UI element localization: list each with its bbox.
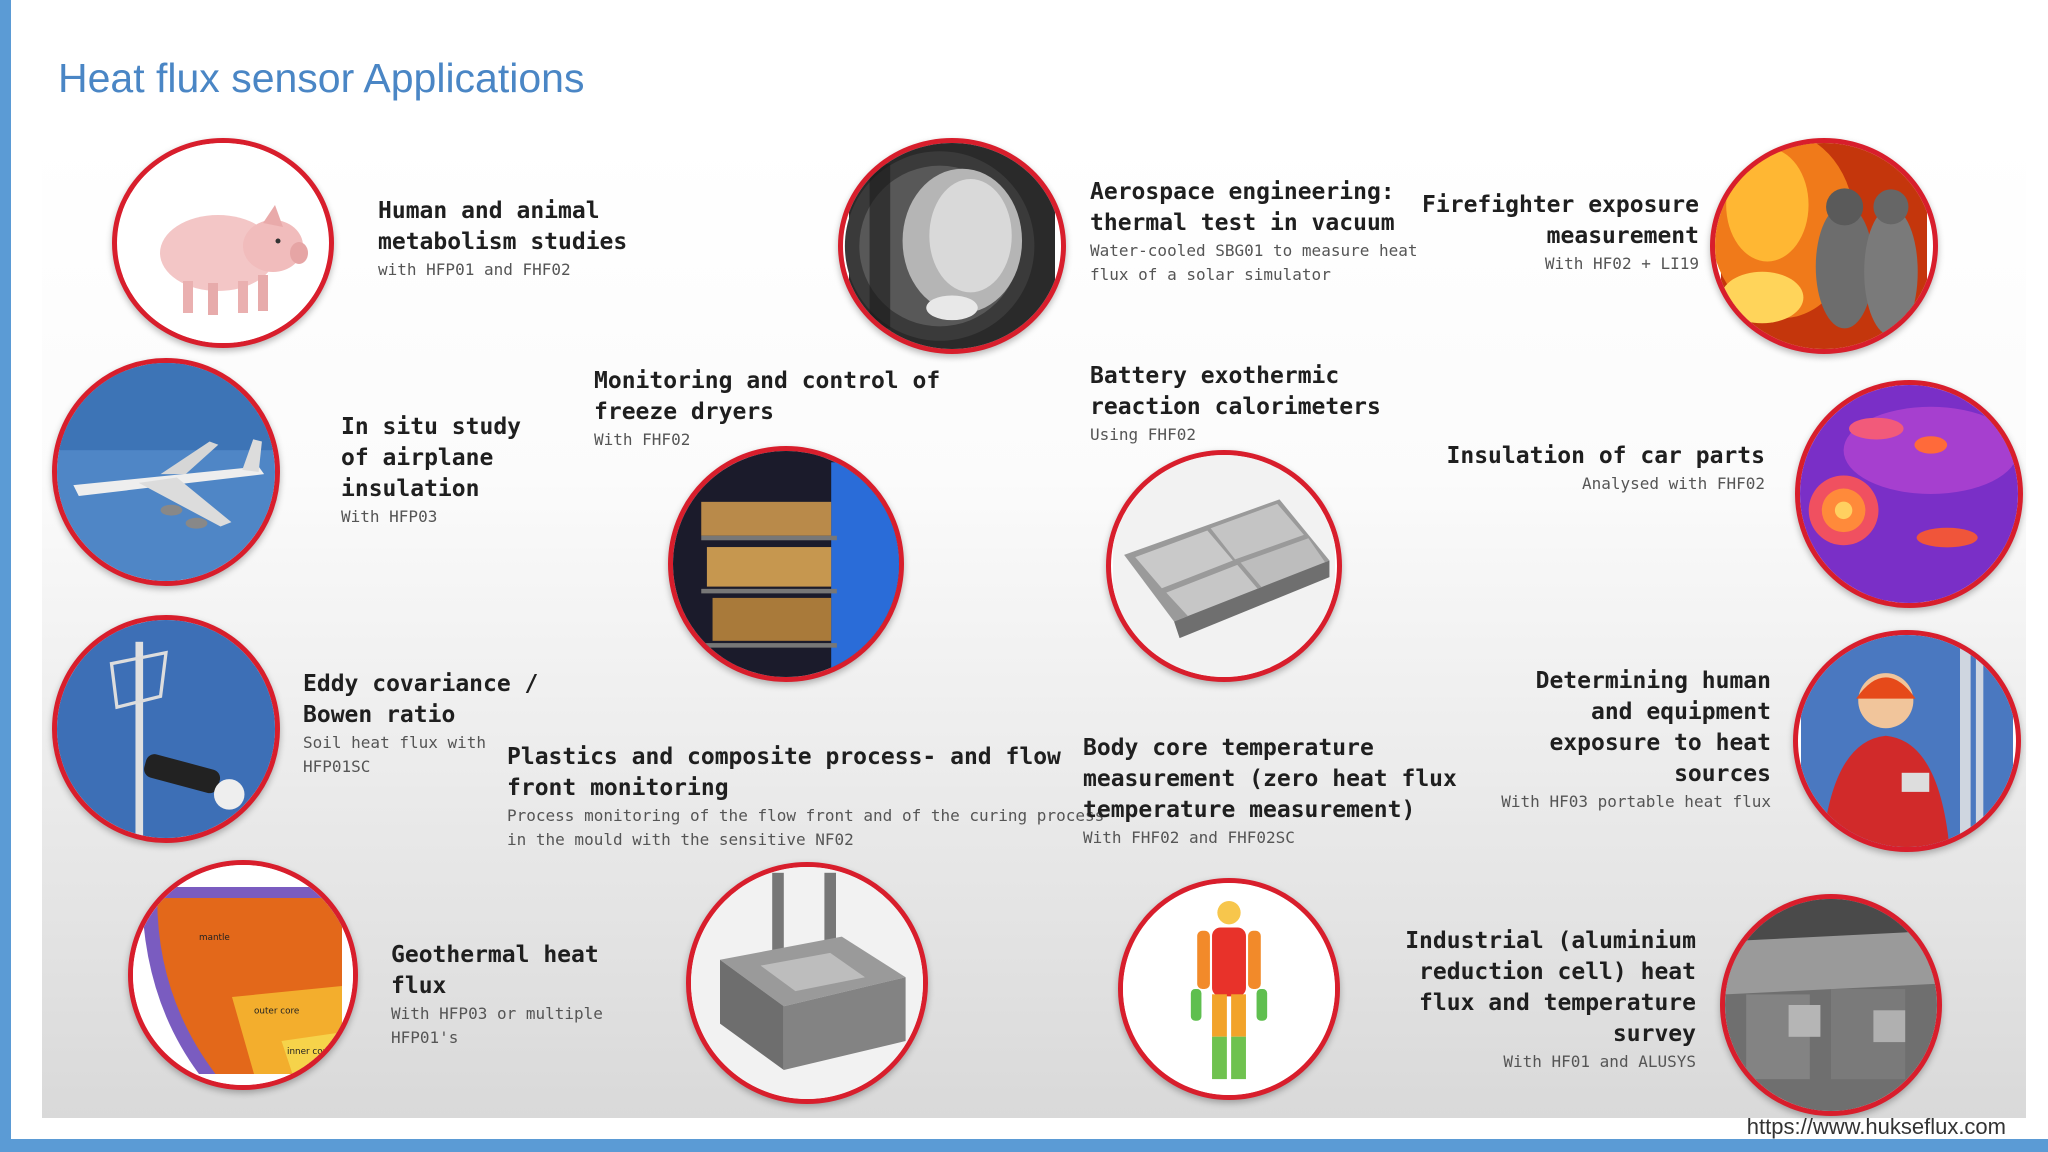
svg-text:outer core: outer core — [254, 1007, 299, 1017]
slide-title: Heat flux sensor Applications — [58, 55, 585, 101]
outer-core-label: outer core — [254, 1007, 299, 1017]
footer-url: https://www.hukseflux.com — [1746, 1114, 2006, 1139]
svg-text:mantle: mantle — [199, 933, 230, 943]
thermal-image-icon — [1795, 380, 2023, 608]
app-label-airplane: In situ study of airplane insulation Wit… — [341, 414, 522, 526]
app-label-geothermal: Geothermal heat flux With HFP03 or multi… — [391, 942, 603, 1047]
airplane-icon — [52, 358, 280, 586]
app-label-battery: Battery exothermic reaction calorimeters… — [1090, 363, 1381, 444]
firefighter-icon — [1710, 138, 1938, 354]
freeze-dryer-icon — [668, 446, 904, 682]
app-label-metabolism: Human and animal metabolism studies with… — [378, 198, 628, 279]
mantle-label: mantle — [199, 933, 230, 943]
inner-core-label: inner core — [287, 1047, 331, 1057]
battery-pack-icon — [1106, 450, 1342, 682]
svg-text:inner core: inner core — [287, 1047, 331, 1057]
app-label-firefighter: Firefighter exposure measurement With HF… — [1422, 192, 1699, 273]
app-label-aerospace: Aerospace engineering: thermal test in v… — [1090, 179, 1418, 284]
app-label-plastics: Plastics and composite process- and flow… — [507, 744, 1105, 849]
app-label-eddy: Eddy covariance / Bowen ratio Soil heat … — [303, 671, 539, 776]
weather-mast-icon — [52, 615, 280, 843]
earth-layers-icon: mantle outer core inner core — [128, 860, 358, 1090]
app-label-body-core: Body core temperature measurement (zero … — [1083, 735, 1457, 847]
app-label-worker: Determining human and equipment exposure… — [1501, 668, 1771, 811]
body-thermal-icon — [1118, 878, 1340, 1100]
left-accent-bar — [0, 0, 11, 1152]
worker-icon — [1793, 630, 2021, 852]
reduction-cell-icon — [1720, 894, 1942, 1116]
bottom-accent-bar — [0, 1139, 2048, 1152]
app-label-industrial: Industrial (aluminium reduction cell) he… — [1405, 928, 1696, 1071]
mould-icon — [686, 862, 928, 1104]
app-label-car-parts: Insulation of car parts Analysed with FH… — [1446, 443, 1766, 493]
app-label-freeze-dryer: Monitoring and control of freeze dryers … — [594, 368, 941, 449]
solar-simulator-icon — [838, 138, 1066, 354]
pig-icon — [112, 138, 334, 348]
